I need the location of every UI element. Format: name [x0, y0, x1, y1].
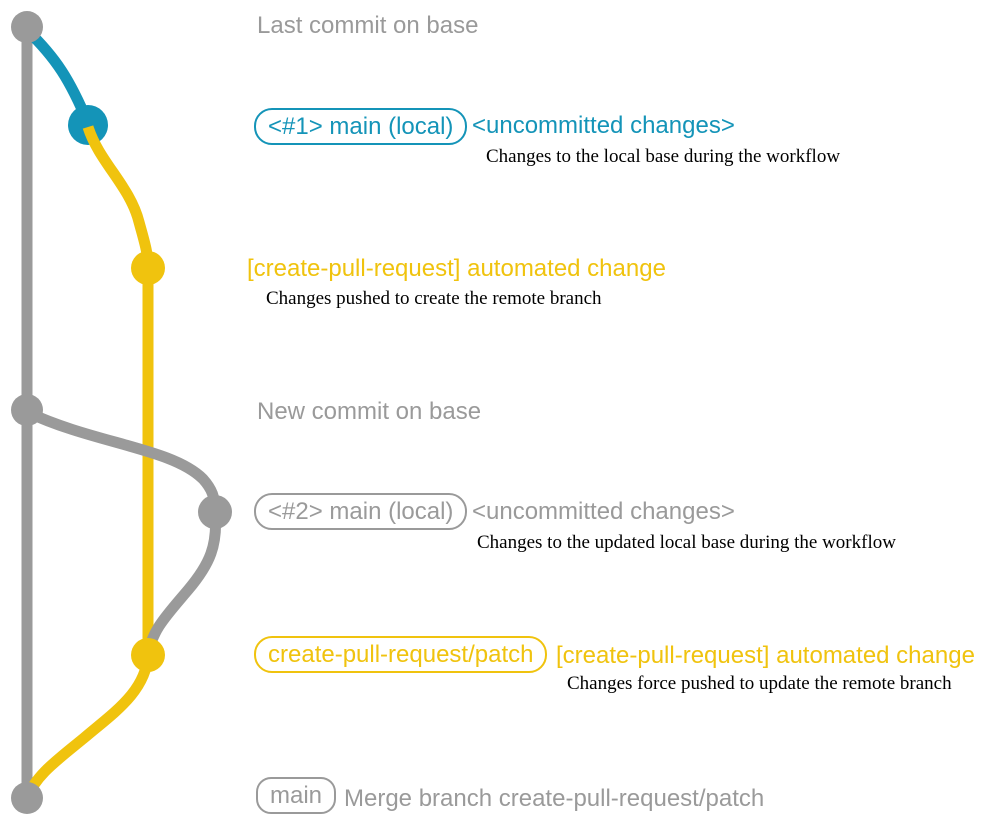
label-uncommitted-changes-1: <uncommitted changes>	[472, 112, 735, 139]
label-new-commit-on-base: New commit on base	[257, 398, 482, 425]
branch-badge-main-local-2: <#2> main (local)	[254, 493, 468, 530]
commit-node-automated-change-2	[131, 638, 165, 672]
commit-node-new-commit-on-base	[11, 394, 43, 426]
main-local-2-branch-edge	[24, 407, 221, 513]
label-last-commit-on-base: Last commit on base	[257, 12, 479, 39]
commit-node-merge-commit	[11, 782, 43, 814]
branch-badge-main-local-1: <#1> main (local)	[254, 108, 468, 145]
branch-badge-main: main	[256, 777, 337, 814]
label-merge-branch: Merge branch create-pull-request/patch	[344, 785, 765, 812]
patch-merge-edge	[21, 654, 154, 801]
main-local-2-to-patch-edge	[142, 511, 222, 657]
commit-node-main-local-1	[68, 105, 108, 145]
commit-node-main-local-2	[198, 495, 232, 529]
label-uncommitted-changes-2: <uncommitted changes>	[472, 498, 735, 525]
desc-changes-pushed: Changes pushed to create the remote bran…	[266, 288, 602, 309]
label-automated-change-2: [create-pull-request] automated change	[556, 642, 975, 669]
desc-changes-force-pushed: Changes force pushed to update the remot…	[567, 673, 952, 694]
commit-node-automated-change-1	[131, 251, 165, 285]
commit-node-last-commit-on-base	[11, 11, 43, 43]
desc-updated-local-base-changes: Changes to the updated local base during…	[477, 532, 896, 553]
branch-badge-create-pull-request-patch: create-pull-request/patch	[254, 636, 548, 673]
desc-local-base-changes-1: Changes to the local base during the wor…	[486, 146, 841, 167]
label-automated-change-1: [create-pull-request] automated change	[247, 255, 666, 282]
patch-branch-curve-top	[82, 125, 154, 271]
